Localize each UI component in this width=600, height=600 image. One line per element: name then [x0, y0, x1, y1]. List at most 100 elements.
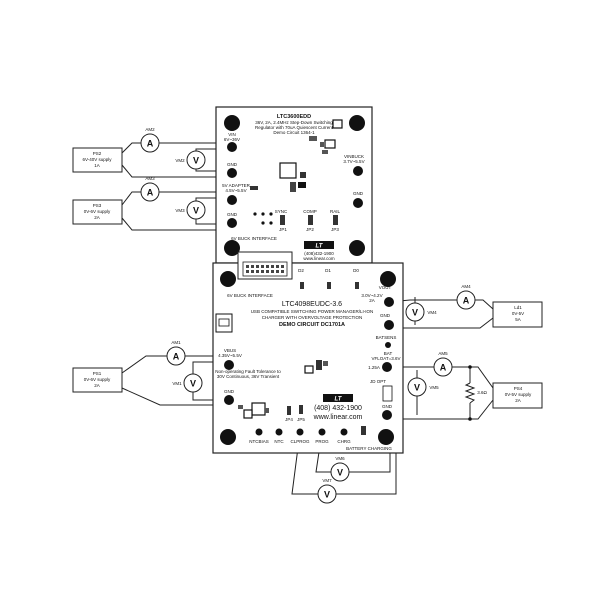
vin-terminal[interactable]	[227, 142, 237, 152]
gnd-label: GND	[382, 404, 393, 409]
gnd-terminal[interactable]	[227, 168, 237, 178]
ps2-supply[interactable]: PS2 6V-40V supply 1A	[72, 147, 123, 173]
ps3-supply[interactable]: PS3 0V-6V supply 2A	[72, 199, 123, 225]
battery-charging-label: BATTERY CHARGING	[346, 446, 392, 451]
usb-connector[interactable]	[215, 313, 233, 333]
ps1-supply[interactable]: PS1 0V-6V supply 2A	[72, 367, 123, 393]
voltmeter-icon	[183, 373, 203, 393]
jp4-label: JP4	[285, 417, 293, 422]
ammeter-icon	[433, 357, 453, 377]
led-d0	[355, 282, 359, 289]
ammeter-icon	[140, 133, 160, 153]
ntcbias-label: NTCBIAS	[249, 439, 269, 444]
am3-meter[interactable]: A AM3	[140, 176, 160, 202]
ld1-current: 5A	[515, 317, 521, 322]
mounting-hole	[349, 115, 365, 131]
mounting-hole	[224, 115, 240, 131]
mounting-hole	[224, 240, 240, 256]
ld1-name: Ld1	[514, 305, 522, 310]
vm1-label: VM1	[172, 381, 182, 386]
ps3-range: 0V-6V supply	[84, 209, 111, 214]
am2-label: AM2	[145, 127, 155, 132]
am2-meter[interactable]: A AM2	[140, 127, 160, 153]
am3-label: AM3	[145, 176, 155, 181]
vbus-range: 4.35V~5.5V	[218, 353, 242, 358]
vinbuck-terminal[interactable]	[353, 166, 363, 176]
gnd-terminal[interactable]	[384, 320, 394, 330]
rail-label: RAIL	[330, 209, 341, 214]
adapter-terminal[interactable]	[227, 195, 237, 205]
upper-web: www.linear.com	[303, 256, 335, 261]
meter-symbol: A	[147, 188, 154, 198]
jumper-jp4[interactable]	[287, 406, 291, 415]
ps4-supply[interactable]: PS4 0V-5V supply 2A	[492, 382, 543, 409]
vout-range: 3.0V~4.2V	[361, 293, 382, 298]
ps1-current: 2A	[94, 383, 100, 388]
jumper-jp2[interactable]	[308, 215, 313, 225]
clprog-label: CLPROG	[290, 439, 310, 444]
ld1-load[interactable]: Ld1 0V-5V 5A	[492, 301, 543, 328]
ps4-current: 2A	[515, 398, 521, 403]
linear-logo: LT	[323, 394, 353, 403]
gnd-terminal[interactable]	[382, 410, 392, 420]
meter-symbol: V	[193, 156, 199, 166]
svg-text:LT: LT	[335, 397, 343, 403]
vin-label: VIN	[228, 132, 236, 137]
battery-charging-led	[361, 426, 366, 435]
jumper-jp1[interactable]	[280, 215, 285, 225]
jp5-label: JP5	[297, 417, 305, 422]
gnd-terminal[interactable]	[227, 218, 237, 228]
upper-interface-label: 6V BUCK INTERFACE	[231, 236, 277, 241]
upper-demo-board: LTC3600EDD 36V, 2A, 2.4MHz Step-Down Swi…	[215, 106, 373, 264]
d2-label: D2	[298, 268, 304, 273]
lower-interface-label: 6V BUCK INTERFACE	[227, 293, 273, 298]
chrg-label: CHRG	[337, 439, 351, 444]
ps2-name: PS2	[93, 151, 102, 156]
mounting-hole	[380, 271, 396, 287]
vbus-terminal[interactable]	[224, 360, 234, 370]
voltmeter-icon	[407, 377, 427, 397]
bat-terminal[interactable]	[382, 362, 392, 372]
vm7-label: VM7	[322, 478, 332, 483]
chrg-pad[interactable]	[340, 428, 348, 436]
jopt-connector[interactable]	[382, 385, 393, 402]
vm2-label: VM2	[175, 158, 185, 163]
upper-board-part: LTC3600EDD	[277, 114, 311, 120]
vout-terminal[interactable]	[384, 297, 394, 307]
gnd-terminal[interactable]	[224, 395, 234, 405]
meter-symbol: A	[463, 296, 470, 306]
ntc-pad[interactable]	[275, 428, 283, 436]
lower-phone: (408) 432-1900	[314, 405, 362, 412]
jumper-jp3[interactable]	[333, 215, 338, 225]
clprog-pad[interactable]	[296, 428, 304, 436]
mounting-hole	[220, 271, 236, 287]
vm2-meter[interactable]: V VM2	[175, 150, 206, 170]
batsens-terminal[interactable]	[385, 342, 391, 348]
voltmeter-icon	[330, 462, 350, 482]
meter-symbol: A	[147, 139, 154, 149]
gnd-terminal[interactable]	[353, 198, 363, 208]
sync-label: SYNC	[275, 209, 288, 214]
ntcbias-pad[interactable]	[255, 428, 263, 436]
prog-pad[interactable]	[318, 428, 326, 436]
vm1-meter[interactable]: V VM1	[172, 373, 203, 393]
vin-range: 6V~36V	[224, 137, 240, 142]
meter-symbol: V	[337, 468, 343, 478]
jumper-jp5[interactable]	[299, 405, 303, 414]
jp2-label: JP2	[306, 227, 314, 232]
meter-symbol: V	[190, 379, 196, 389]
fault-note: Non-operating Fault Tolerance to	[215, 369, 281, 374]
meter-symbol: V	[412, 308, 418, 318]
ps2-current: 1A	[94, 163, 100, 168]
gnd-label: GND	[227, 212, 238, 217]
fault-note: 30V Continuous, 36V Transient	[217, 374, 280, 379]
